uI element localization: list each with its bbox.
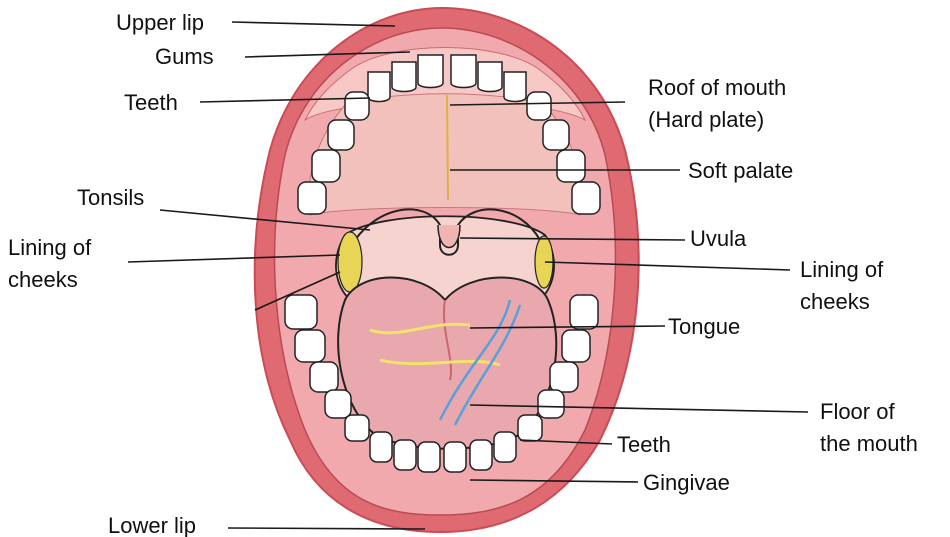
tooth <box>295 330 325 362</box>
label-tonsils: Tonsils <box>77 185 144 210</box>
tooth <box>345 92 369 120</box>
label-lining-right-2: cheeks <box>800 289 870 314</box>
tonsil-left <box>338 232 362 292</box>
label-roof-2: (Hard plate) <box>648 107 764 132</box>
tooth <box>310 362 338 392</box>
tooth <box>394 440 416 470</box>
tooth <box>527 92 551 120</box>
tooth <box>550 362 578 392</box>
tooth <box>298 182 326 214</box>
label-teeth-right: Teeth <box>617 432 671 457</box>
label-lining-left-1: Lining of <box>8 235 92 260</box>
label-tongue: Tongue <box>668 314 740 339</box>
tooth <box>538 390 564 418</box>
tooth <box>557 150 585 182</box>
tooth <box>470 440 492 470</box>
tooth <box>562 330 590 362</box>
tooth <box>368 72 390 102</box>
tooth <box>444 442 466 472</box>
label-gums: Gums <box>155 44 214 69</box>
tooth <box>325 390 351 418</box>
tooth <box>494 432 516 462</box>
label-soft-palate: Soft palate <box>688 158 793 183</box>
label-roof-1: Roof of mouth <box>648 75 786 100</box>
tooth <box>478 62 502 92</box>
tooth <box>543 120 569 150</box>
label-lower-lip: Lower lip <box>108 513 196 537</box>
tooth <box>392 62 416 92</box>
tooth <box>345 415 369 441</box>
label-lining-left-2: cheeks <box>8 267 78 292</box>
palate-raphe <box>447 95 448 200</box>
leader-lower-lip <box>228 528 425 529</box>
tooth <box>504 72 526 102</box>
tooth <box>572 182 600 214</box>
tooth <box>570 295 598 329</box>
tooth <box>418 442 440 472</box>
label-gingivae: Gingivae <box>643 470 730 495</box>
label-floor-2: the mouth <box>820 431 918 456</box>
tooth <box>285 295 317 329</box>
tooth <box>418 55 443 88</box>
tooth <box>518 415 542 441</box>
tooth <box>451 55 476 88</box>
label-uvula: Uvula <box>690 226 747 251</box>
tooth <box>370 432 392 462</box>
tooth <box>312 150 340 182</box>
label-lining-right-1: Lining of <box>800 257 884 282</box>
label-upper-lip: Upper lip <box>116 10 204 35</box>
tooth <box>328 120 354 150</box>
label-teeth-left: Teeth <box>124 90 178 115</box>
label-floor-1: Floor of <box>820 399 895 424</box>
